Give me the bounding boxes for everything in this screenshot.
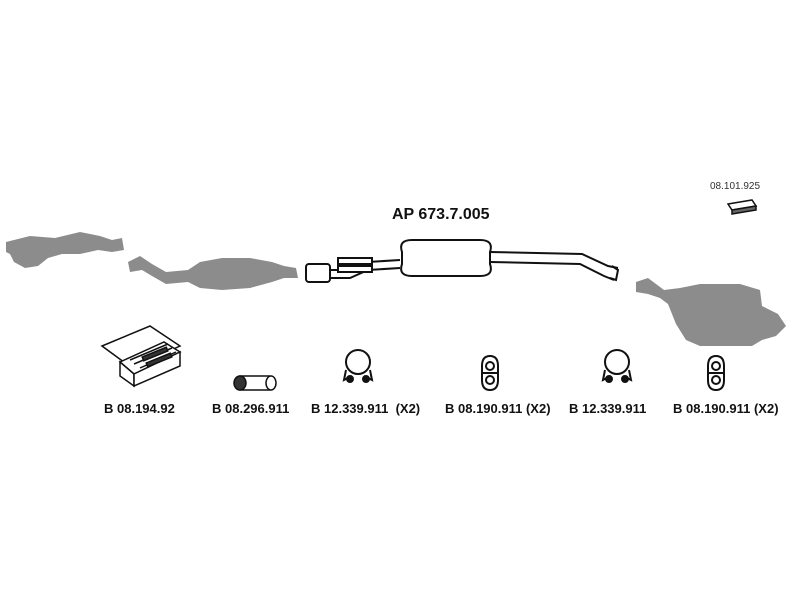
exhaust-manifold bbox=[6, 232, 124, 268]
outlet-pipe bbox=[489, 251, 619, 269]
accessory-code: 08.101.925 bbox=[710, 181, 761, 192]
rubber-mount-1 bbox=[481, 354, 499, 392]
mounting-kit-box bbox=[100, 325, 182, 388]
rubber-mount-2 bbox=[707, 354, 725, 392]
bracket-tube-lower bbox=[337, 265, 373, 273]
bracket-tube bbox=[337, 257, 373, 265]
outlet-pipe-lower bbox=[489, 261, 615, 281]
middle-silencer-assembly bbox=[305, 239, 620, 283]
front-pipe-catalyst bbox=[128, 256, 298, 290]
middle-silencer-body bbox=[400, 239, 492, 277]
part-label-mount-1: B 08.190.911 (X2) bbox=[445, 401, 551, 416]
accessory-block bbox=[726, 199, 758, 215]
clamp-2 bbox=[601, 349, 633, 383]
outlet-pipe-end bbox=[609, 265, 620, 282]
rear-silencer bbox=[636, 278, 786, 346]
clamp-1 bbox=[342, 349, 374, 383]
part-label-mount-2: B 08.190.911 (X2) bbox=[673, 401, 779, 416]
part-label-clamp-1: B 12.339.911 (X2) bbox=[311, 401, 421, 416]
part-label-clamp-2: B 12.339.911 bbox=[569, 401, 647, 416]
main-part-code: AP 673.7.005 bbox=[392, 206, 490, 223]
part-label-sleeve: B 08.296.911 bbox=[212, 401, 290, 416]
connector-sleeve bbox=[233, 375, 277, 391]
part-label-kit: B 08.194.92 bbox=[104, 401, 175, 416]
inlet-flange bbox=[305, 263, 331, 283]
